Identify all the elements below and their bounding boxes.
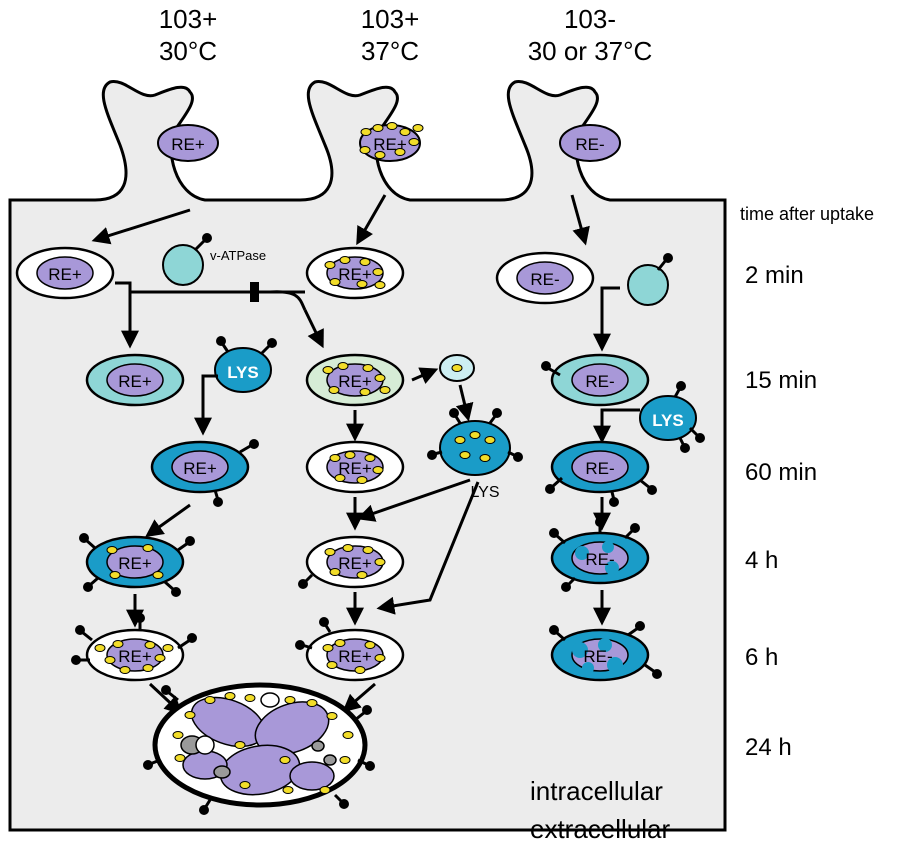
intracellular-label: intracellular bbox=[530, 776, 663, 806]
lysosome-col3: LYS bbox=[639, 381, 705, 453]
re-label: RE+ bbox=[171, 135, 205, 154]
phagosome-col2-2min: RE+ bbox=[305, 246, 405, 300]
lysosome-col1: LYS bbox=[214, 336, 277, 393]
vatpase-block bbox=[250, 282, 259, 302]
lys-label: LYS bbox=[652, 411, 684, 430]
phagosome-col2-4h: RE+ bbox=[298, 535, 405, 589]
phagosome-col3-4h: RE- bbox=[549, 517, 650, 592]
arrow bbox=[570, 194, 590, 246]
phagosome-col2-15min: RE+ bbox=[305, 353, 405, 407]
re-label: RE- bbox=[575, 135, 604, 154]
phagosome-col1-4h: RE+ bbox=[79, 533, 195, 597]
phagosome-col3-60min: RE- bbox=[545, 440, 657, 507]
column-2-title: 103+ bbox=[361, 4, 420, 34]
phagosome-col1-60min: RE+ bbox=[150, 439, 259, 507]
arrow bbox=[145, 503, 191, 538]
time-24h: 24 h bbox=[745, 734, 792, 761]
arrow bbox=[342, 682, 376, 713]
phagolysosome-24h bbox=[143, 682, 375, 815]
column-1-title: 103+ bbox=[159, 4, 218, 34]
lys-to-6h-line bbox=[376, 481, 480, 615]
arrow bbox=[91, 208, 191, 245]
re-label: RE- bbox=[583, 647, 612, 666]
phagosome-col1-2min: RE+ bbox=[15, 246, 115, 300]
granules bbox=[359, 122, 424, 159]
phagosome-col1-15min: RE+ bbox=[85, 353, 185, 407]
column-2-subtitle: 37°C bbox=[361, 36, 419, 66]
phagosome-col2-60min: RE+ bbox=[305, 440, 405, 494]
re-label: RE+ bbox=[338, 265, 372, 284]
phagosome-col2-6h: RE+ bbox=[295, 617, 405, 682]
cup-re-minus: RE- bbox=[559, 124, 621, 162]
cup-re-plus-30: RE+ bbox=[157, 124, 219, 162]
phagosome-col3-6h: RE- bbox=[549, 621, 662, 682]
re-label: RE- bbox=[585, 550, 614, 569]
time-4h: 4 h bbox=[745, 547, 778, 574]
re-label: RE+ bbox=[183, 459, 217, 478]
re-label: RE+ bbox=[118, 647, 152, 666]
connector-to-col2 bbox=[269, 290, 307, 311]
re-label: RE- bbox=[585, 459, 614, 478]
column-1-subtitle: 30°C bbox=[159, 36, 217, 66]
arrow bbox=[356, 194, 387, 246]
time-2min: 2 min bbox=[745, 262, 804, 289]
time-60min: 60 min bbox=[745, 459, 817, 486]
arrow bbox=[356, 478, 471, 522]
arrow bbox=[303, 309, 324, 349]
re-label: RE+ bbox=[48, 265, 82, 284]
phagosome-col3-15min: RE- bbox=[541, 353, 650, 407]
re-label: RE+ bbox=[338, 372, 372, 391]
re-label: RE- bbox=[530, 270, 559, 289]
phagosome-col3-2min: RE- bbox=[495, 251, 595, 305]
arrow bbox=[455, 384, 474, 422]
time-header: time after uptake bbox=[740, 204, 874, 224]
phagosome-col1-6h: RE+ bbox=[71, 613, 197, 682]
re-label: RE+ bbox=[118, 372, 152, 391]
re-label: RE+ bbox=[118, 554, 152, 573]
lys-label: LYS bbox=[227, 363, 259, 382]
lysosome-col2: LYS bbox=[427, 408, 523, 501]
vatpase-label: v-ATPase bbox=[210, 248, 266, 263]
time-15min: 15 min bbox=[745, 367, 817, 394]
vatpase-vesicle: v-ATPase bbox=[162, 233, 266, 286]
re-label: RE- bbox=[585, 372, 614, 391]
extracellular-label: extracellular bbox=[530, 814, 671, 843]
column-3-subtitle: 30 or 37°C bbox=[528, 36, 653, 66]
vatpase-vesicle-col3 bbox=[627, 253, 673, 306]
small-vesicle bbox=[439, 354, 475, 382]
re-label: RE+ bbox=[338, 459, 372, 478]
re-label: RE+ bbox=[338, 554, 372, 573]
cup-re-plus-37: RE+ bbox=[359, 122, 424, 162]
lys-label: LYS bbox=[470, 484, 499, 501]
arrow bbox=[411, 367, 439, 384]
column-3-title: 103- bbox=[564, 4, 616, 34]
re-label: RE+ bbox=[338, 647, 372, 666]
time-6h: 6 h bbox=[745, 644, 778, 671]
